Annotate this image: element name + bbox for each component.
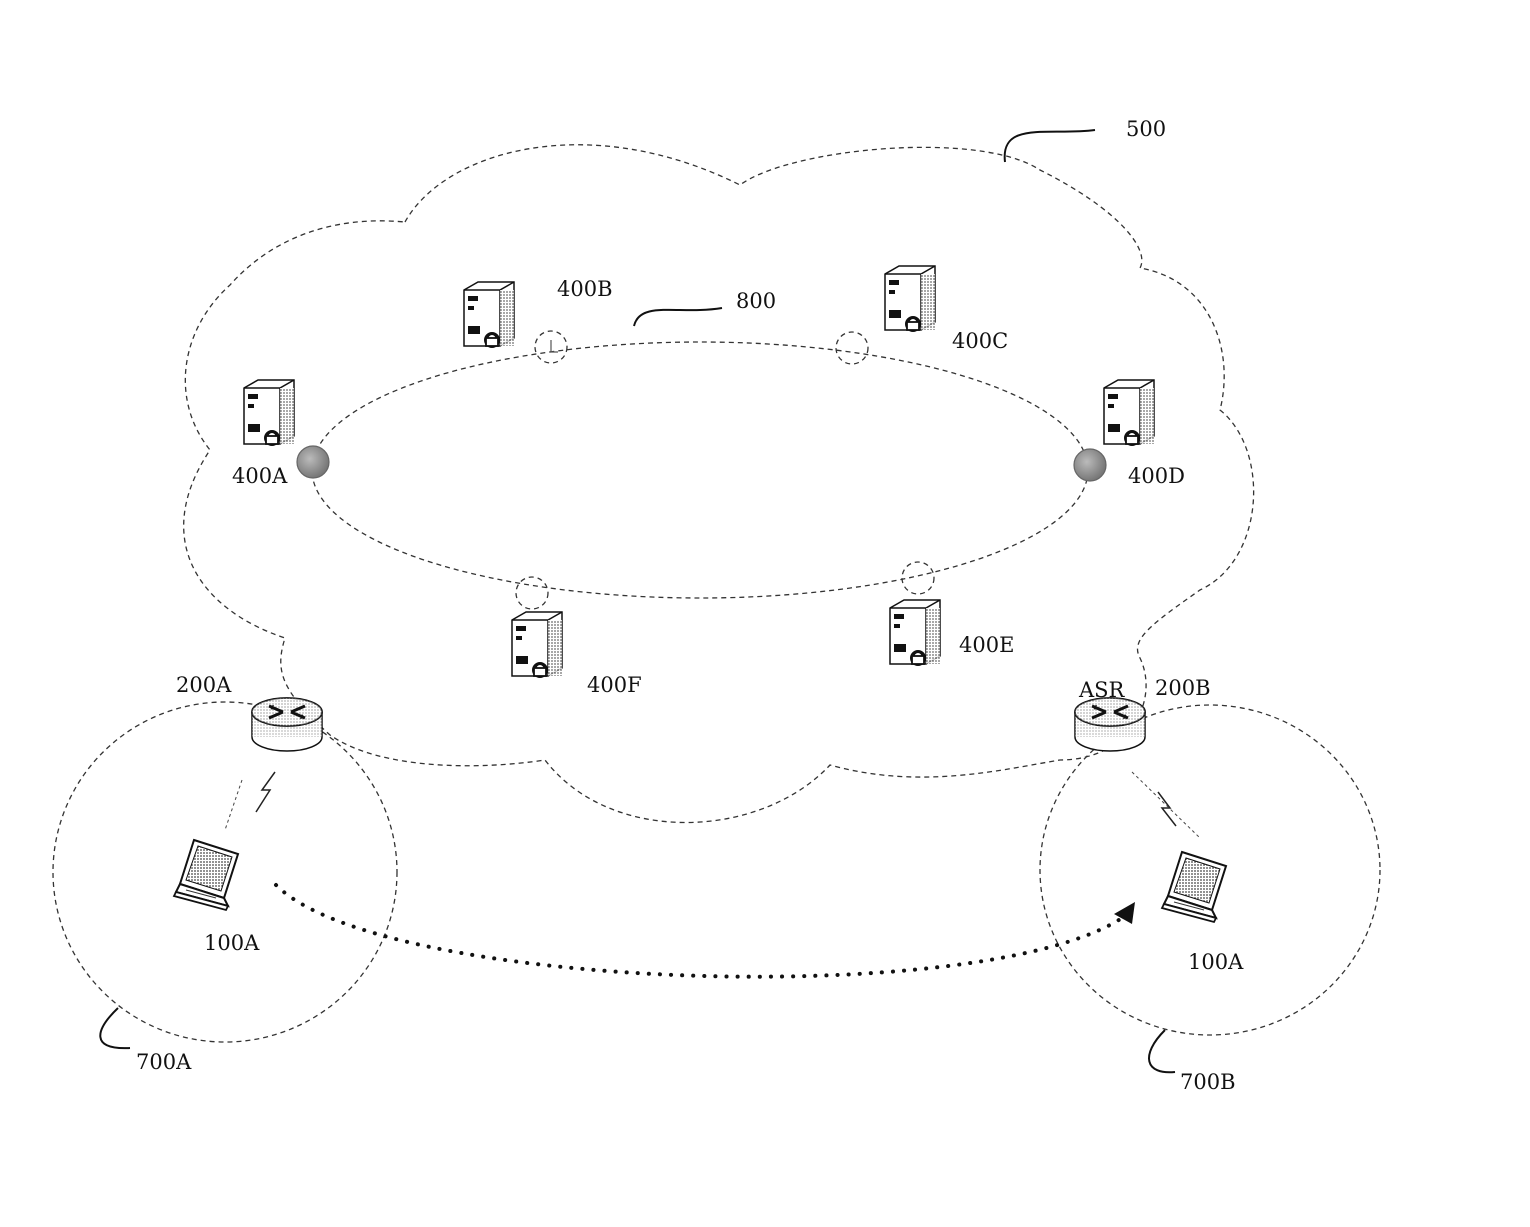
network-cloud bbox=[183, 144, 1255, 823]
leader-line-700a bbox=[99, 1007, 131, 1050]
ring-node-marker bbox=[550, 340, 558, 353]
coverage-area-a bbox=[52, 701, 398, 1043]
server-icon bbox=[511, 611, 563, 678]
ring-label: 800 bbox=[736, 289, 776, 313]
server-a-label: 400A bbox=[232, 464, 288, 488]
router-icon bbox=[1073, 696, 1147, 753]
server-icon bbox=[243, 379, 295, 446]
overlay-ring bbox=[311, 341, 1089, 599]
leader-line-800 bbox=[633, 307, 723, 327]
laptop-icon bbox=[173, 839, 239, 911]
server-icon bbox=[889, 599, 941, 666]
leader-line-700b bbox=[1148, 1029, 1176, 1074]
server-c-label: 400C bbox=[952, 329, 1008, 353]
ring-node-icon bbox=[534, 330, 568, 364]
router-b-label: 200B bbox=[1155, 676, 1211, 700]
wireless-link-icon bbox=[255, 771, 276, 813]
router-icon bbox=[250, 696, 324, 753]
terminal-a-label: 100A bbox=[204, 931, 260, 955]
router-a-label: 200A bbox=[176, 673, 232, 697]
handover-arrowhead bbox=[1114, 902, 1135, 924]
network-label: 500 bbox=[1126, 117, 1166, 141]
server-f-label: 400F bbox=[587, 673, 642, 697]
ring-node-icon bbox=[515, 576, 549, 610]
terminal-b-label: 100A bbox=[1188, 950, 1244, 974]
router-b-tag: ASR bbox=[1078, 678, 1126, 702]
server-icon bbox=[463, 281, 515, 348]
wireless-link-line bbox=[1131, 771, 1201, 839]
cell-a-label: 700A bbox=[136, 1050, 192, 1074]
coverage-area-b bbox=[1039, 704, 1381, 1036]
laptop-icon bbox=[1161, 851, 1227, 923]
handover-path bbox=[274, 883, 1124, 979]
ring-node-icon bbox=[835, 331, 869, 365]
ring-node-icon bbox=[296, 445, 330, 479]
leader-line-500 bbox=[1003, 129, 1096, 163]
server-icon bbox=[884, 265, 936, 332]
server-e-label: 400E bbox=[959, 633, 1014, 657]
ring-node-icon bbox=[901, 561, 935, 595]
cell-b-label: 700B bbox=[1180, 1070, 1236, 1094]
wireless-link-icon bbox=[1157, 791, 1177, 827]
wireless-link-line bbox=[224, 779, 243, 831]
server-b-label: 400B bbox=[557, 277, 613, 301]
server-d-label: 400D bbox=[1128, 464, 1185, 488]
ring-node-icon bbox=[1073, 448, 1107, 482]
server-icon bbox=[1103, 379, 1155, 446]
